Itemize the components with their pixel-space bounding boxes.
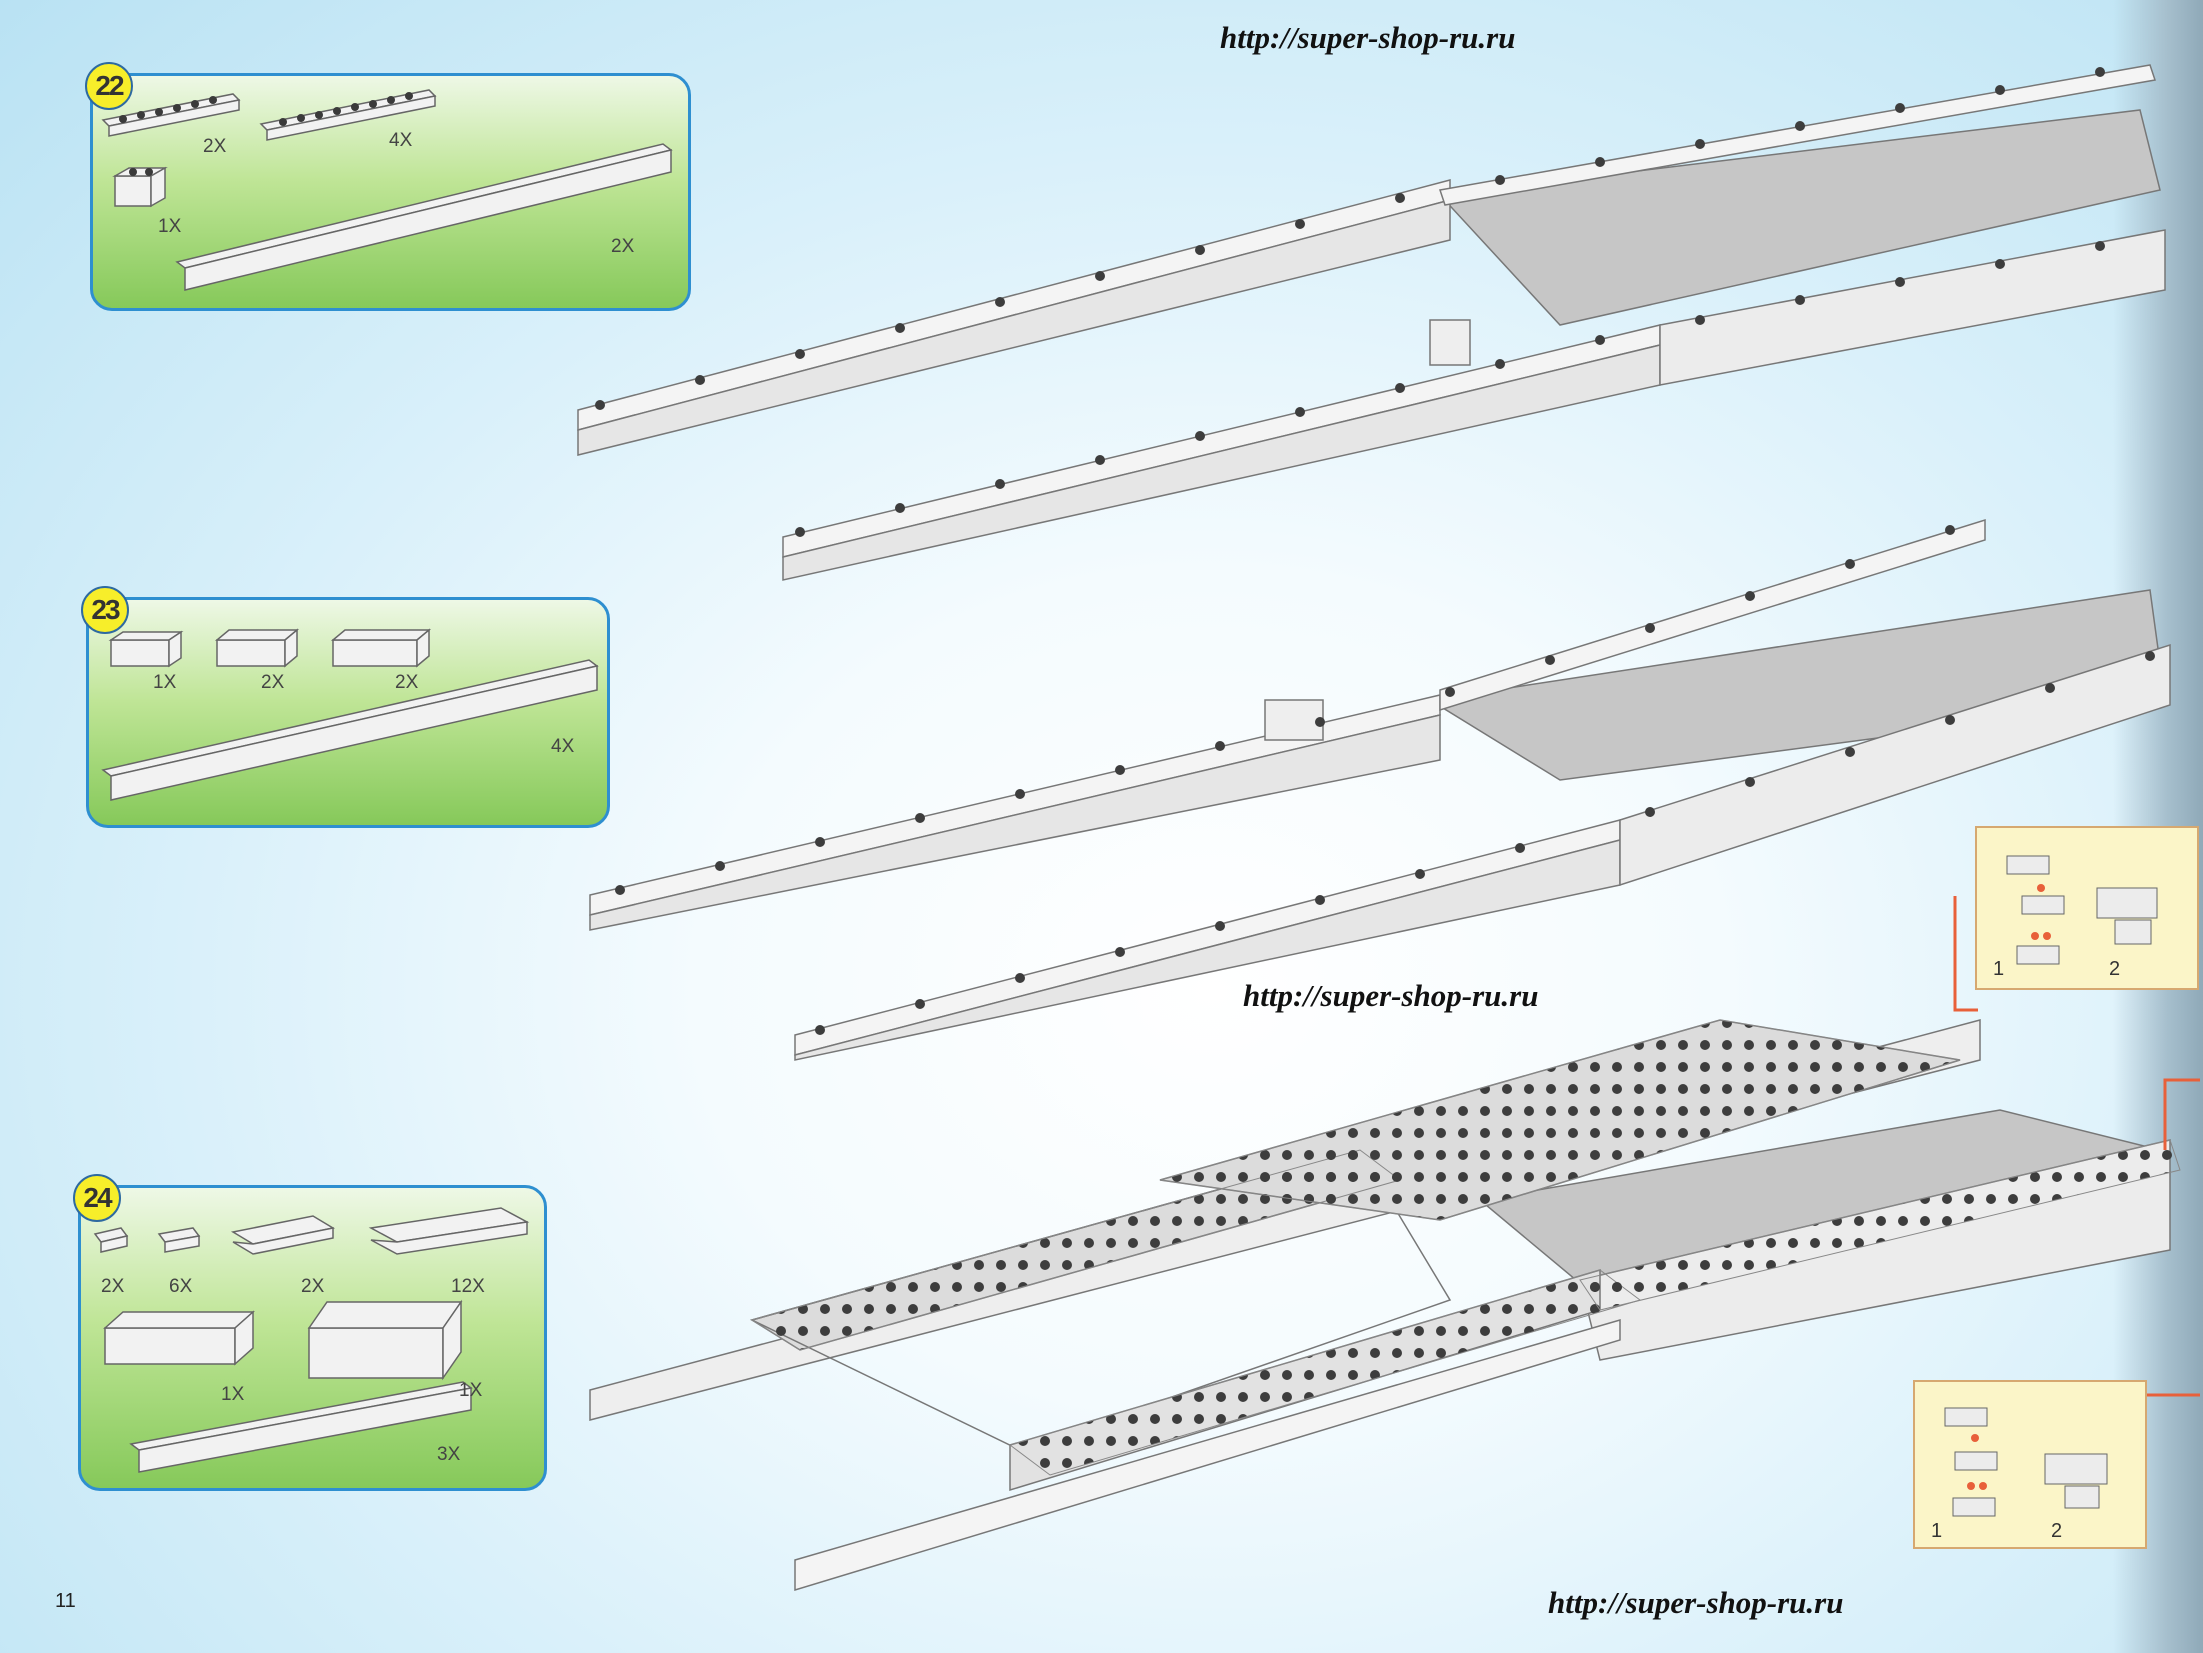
- detail-pointer-lines: [1953, 896, 2200, 1397]
- page-number: 11: [55, 1590, 76, 1612]
- detail-bottom-label-1: 1: [1931, 1520, 1943, 1542]
- step-22-parts-illustration: [101, 89, 673, 291]
- step-23-badge: 23: [81, 586, 129, 634]
- step-23-parts-box: 23 1X 2X 2X 4X: [81, 586, 610, 828]
- watermark-url-bottom: http://super-shop-ru.ru: [1548, 1585, 1844, 1620]
- detail-top-label-2: 2: [2109, 958, 2121, 980]
- step-24-qty-5: 1X: [221, 1384, 245, 1405]
- step-23-qty-3: 2X: [395, 672, 419, 693]
- step-22-qty-4: 2X: [611, 236, 635, 257]
- detail-box-bottom: 1 2: [1913, 1380, 2147, 1549]
- step-24-qty-4: 12X: [451, 1276, 485, 1297]
- step-23-parts-illustration: [101, 628, 599, 801]
- step-24-qty-7: 3X: [437, 1444, 461, 1465]
- step-22-parts-box: 22 2X 4X 1X 2X: [85, 62, 691, 311]
- step-22-badge: 22: [85, 62, 133, 110]
- detail-box-top: 1 2: [1975, 826, 2199, 990]
- detail-top-illustration: [2006, 855, 2158, 965]
- watermark-url-top: http://super-shop-ru.ru: [1220, 20, 1516, 55]
- detail-bottom-label-2: 2: [2051, 1520, 2063, 1542]
- step-22-qty-1: 2X: [203, 136, 227, 157]
- step-23-qty-1: 1X: [153, 672, 177, 693]
- step-22-qty-3: 1X: [158, 216, 182, 237]
- step-24-parts-box: 24 2X 6X 2X 12X 1X 1X 3X: [73, 1174, 547, 1491]
- step-24-parts-illustration: [93, 1207, 530, 1473]
- step-24-qty-3: 2X: [301, 1276, 325, 1297]
- watermark-url-middle: http://super-shop-ru.ru: [1243, 978, 1539, 1013]
- step-24-qty-2: 6X: [169, 1276, 193, 1297]
- step-24-qty-6: 1X: [459, 1380, 483, 1401]
- detail-bottom-illustration: [1944, 1407, 2108, 1517]
- step-23-qty-4: 4X: [551, 736, 575, 757]
- step-23-assembly: [589, 518, 2171, 1061]
- step-24-badge: 24: [73, 1174, 121, 1222]
- step-22-assembly: [577, 64, 2166, 581]
- detail-top-label-1: 1: [1993, 958, 2005, 980]
- step-22-qty-2: 4X: [389, 130, 413, 151]
- step-24-qty-1: 2X: [101, 1276, 125, 1297]
- step-23-qty-2: 2X: [261, 672, 285, 693]
